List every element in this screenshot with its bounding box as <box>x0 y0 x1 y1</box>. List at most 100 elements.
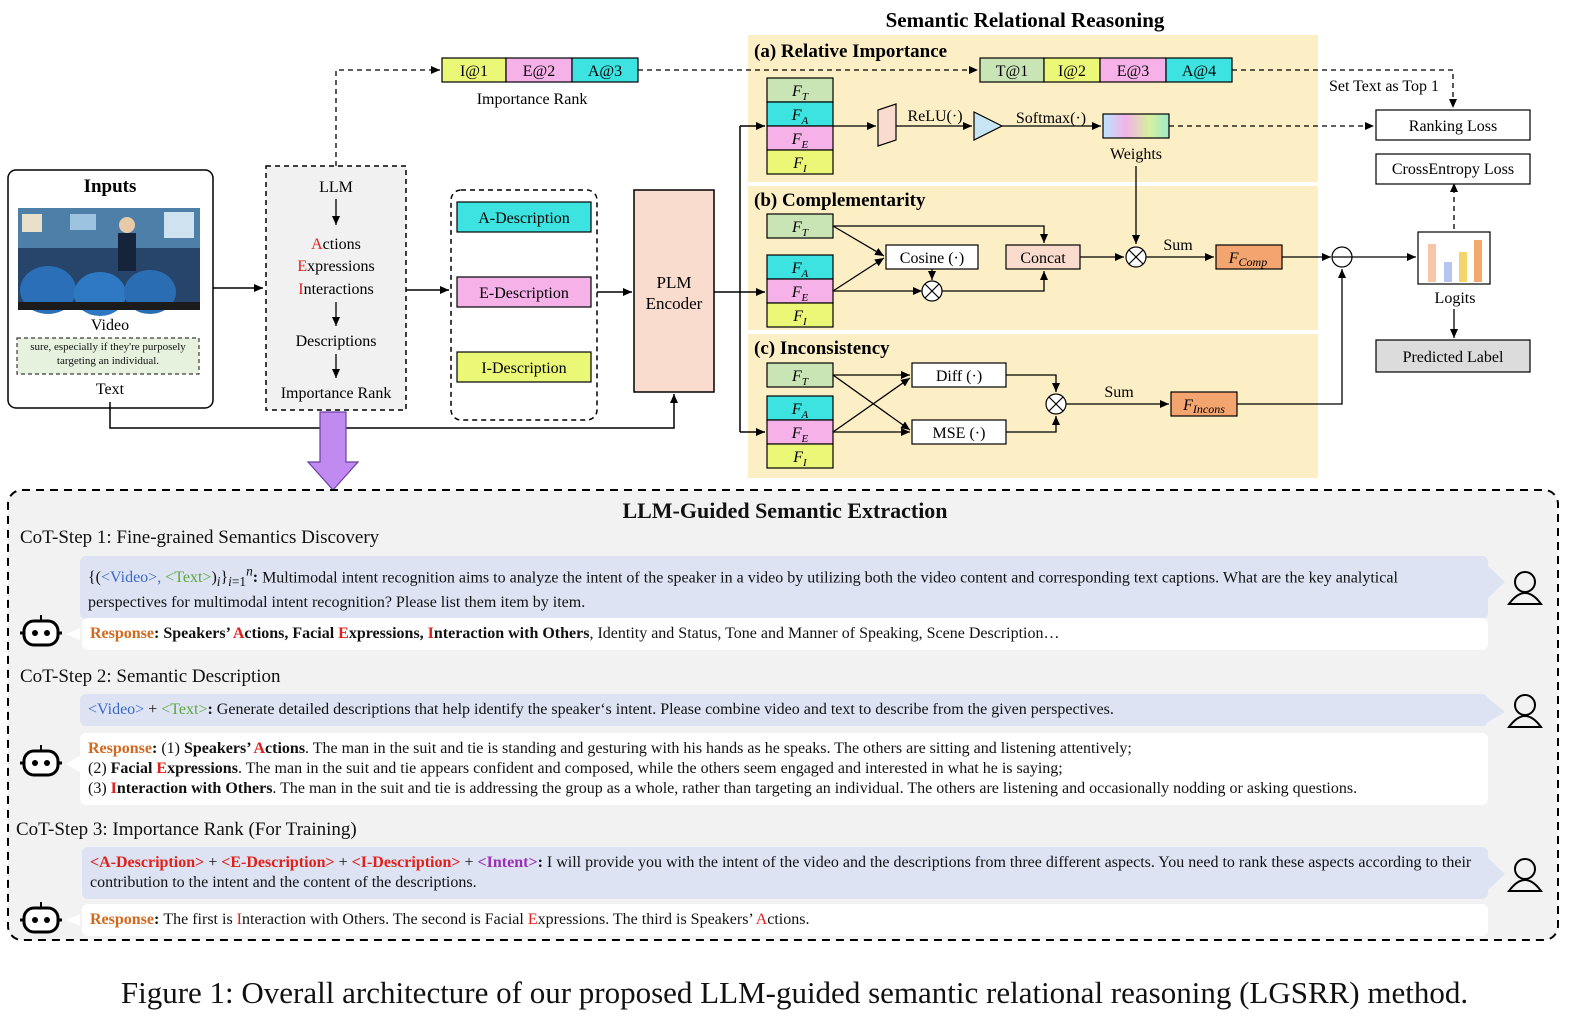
relative-importance-title: (a) Relative Importance <box>754 41 947 62</box>
bubble-tail <box>1488 698 1505 722</box>
feat-b-a: FA <box>791 260 809 280</box>
arrow-ft-cosine <box>832 225 885 257</box>
step2-l1-r: A <box>253 740 266 757</box>
llm-actions-rest: ctions <box>323 236 361 253</box>
arrow-diff-mult <box>1006 374 1060 392</box>
feat-a-e: FE <box>791 131 809 151</box>
incons-sum-label: Sum <box>1104 384 1134 401</box>
step3-intent-token: <Intent> <box>477 854 538 871</box>
step2-l3-body: . The man in the suit and tie is address… <box>272 780 1358 797</box>
plus-sign: + <box>338 854 348 871</box>
step2-l1-body: . The man in the suit and tie is standin… <box>305 740 1132 757</box>
rank-cell-3 <box>571 57 639 83</box>
feat-b-t: FT <box>791 219 809 239</box>
concat-box <box>1005 244 1081 270</box>
step1-r-a3: ctions, Facial <box>244 625 339 642</box>
multiply-icon-comp-inner <box>921 280 943 302</box>
text-snippet-box <box>16 337 200 375</box>
step2-l3-num: (3) <box>88 780 111 797</box>
cosine-label: Cosine (·) <box>900 250 964 267</box>
mse-label: MSE (·) <box>933 425 986 442</box>
plus-sign: + <box>208 854 218 871</box>
arrow-mult-concat <box>942 271 1048 292</box>
importance-rank-row: I@1 E@2 A@3 <box>441 57 639 83</box>
predicted-label-box <box>1375 339 1531 373</box>
step2-plus: + <box>148 701 158 718</box>
feat-a-a: FA <box>791 107 809 127</box>
llm-importance-rank: Importance Rank <box>281 385 392 402</box>
step1-r-rest: , Identity and Status, Tone and Manner o… <box>589 625 1060 642</box>
diff-box <box>911 362 1007 388</box>
arrow-ft-mse <box>832 374 911 431</box>
inputs-title: Inputs <box>84 176 137 197</box>
step3-r2b: xpressions. The third is Speakers’ <box>537 911 756 928</box>
rank-item-1: I@1 <box>460 63 488 80</box>
fcomp-box <box>1215 244 1283 270</box>
arrow-mse-mult <box>1006 416 1060 433</box>
step2-video-token: <Video> <box>88 701 145 718</box>
multiply-icon-comp <box>1125 246 1147 268</box>
step3-title: CoT-Step 3: Importance Rank (For Trainin… <box>16 819 357 840</box>
a-description: A-Description <box>478 210 570 227</box>
step3-r1b: nteraction with Others. The second is Fa… <box>242 911 528 928</box>
step1-video-token: <Video>, <box>101 569 162 587</box>
rank-cell-2 <box>505 57 573 83</box>
srr-title: Semantic Relational Reasoning <box>886 8 1165 32</box>
multiply-icon-incons <box>1045 393 1067 415</box>
rel-item-1: T@1 <box>996 63 1029 80</box>
plm-line1: PLM <box>657 273 692 292</box>
step2-l3-b2: nteraction with Others <box>116 780 273 797</box>
llm-actions: Actions <box>311 236 361 253</box>
complementarity-title: (b) Complementarity <box>754 190 926 211</box>
predicted-label: Predicted Label <box>1403 349 1504 366</box>
rank-item-3: A@3 <box>588 63 622 80</box>
bubble-tail <box>66 914 80 926</box>
relu-label: ReLU(·) <box>907 108 962 125</box>
step2-line3: (3) Interaction with Others. The man in … <box>88 779 1480 799</box>
arrow-text-plm <box>109 394 678 429</box>
step3-r1: The first is <box>163 911 237 928</box>
rel-cell-3 <box>1099 57 1167 83</box>
inconsistency-title: (c) Inconsistency <box>754 338 890 359</box>
rel-cell-1 <box>979 57 1045 83</box>
step3-r3b: ctions. <box>767 911 810 928</box>
ranking-loss-box <box>1375 109 1531 141</box>
figure-caption: Figure 1: Overall architecture of our pr… <box>120 975 1469 1010</box>
video-label: Video <box>91 317 129 334</box>
extraction-title: LLM-Guided Semantic Extraction <box>622 498 948 523</box>
step1-question: {(<Video>, <Text>)i}i=1n: Multimodal int… <box>80 556 1488 619</box>
arrow-fe-cosine <box>832 257 885 292</box>
relative-rank-row: T@1 I@2 E@3 A@4 <box>979 57 1233 83</box>
feat-a-t: FT <box>791 83 809 103</box>
step3-a-token: <A-Description> <box>90 854 205 871</box>
step3-r2r: E <box>527 911 538 928</box>
dashed-to-ranking-loss <box>1232 69 1457 108</box>
user-icon <box>1507 858 1543 892</box>
feat-a-i: FI <box>792 155 808 175</box>
ranking-loss-label: Ranking Loss <box>1409 118 1497 135</box>
logits-bar-icon <box>1428 240 1482 282</box>
step3-question-body: I will provide you with the intent of th… <box>90 854 1472 891</box>
step2-response-label: Response <box>88 740 153 757</box>
step3-i-token: <I-Description> <box>351 854 461 871</box>
step3-question: <A-Description> + <E-Description> + <I-D… <box>82 847 1488 899</box>
llm-expressions-initial: E <box>297 258 307 275</box>
feat-c-e: FE <box>791 425 809 445</box>
rel-item-3: E@3 <box>1117 63 1150 80</box>
cosine-box <box>885 244 979 270</box>
robot-icon <box>20 615 62 647</box>
step3-response: Response: The first is Interaction with … <box>82 904 1488 936</box>
step2-l1-b2: ctions <box>265 740 306 757</box>
feature-stack-comp: FT FA FE FI <box>766 213 834 328</box>
step2-response: Response: (1) Speakers’ Actions. The man… <box>80 733 1488 805</box>
step1-r-i1: I <box>427 625 434 642</box>
user-icon <box>1507 571 1543 605</box>
plus-icon-fusion <box>1331 246 1353 268</box>
step2-l2-num: (2) <box>88 760 111 777</box>
feature-stack-incons: FT FA FE FI <box>766 362 834 469</box>
concat-label: Concat <box>1020 250 1066 267</box>
rel-cell-2 <box>1043 57 1101 83</box>
softmax-triangle-icon <box>973 111 1004 141</box>
step1-r-i2: nteraction with Others <box>433 625 590 642</box>
e-description: E-Description <box>479 285 569 302</box>
